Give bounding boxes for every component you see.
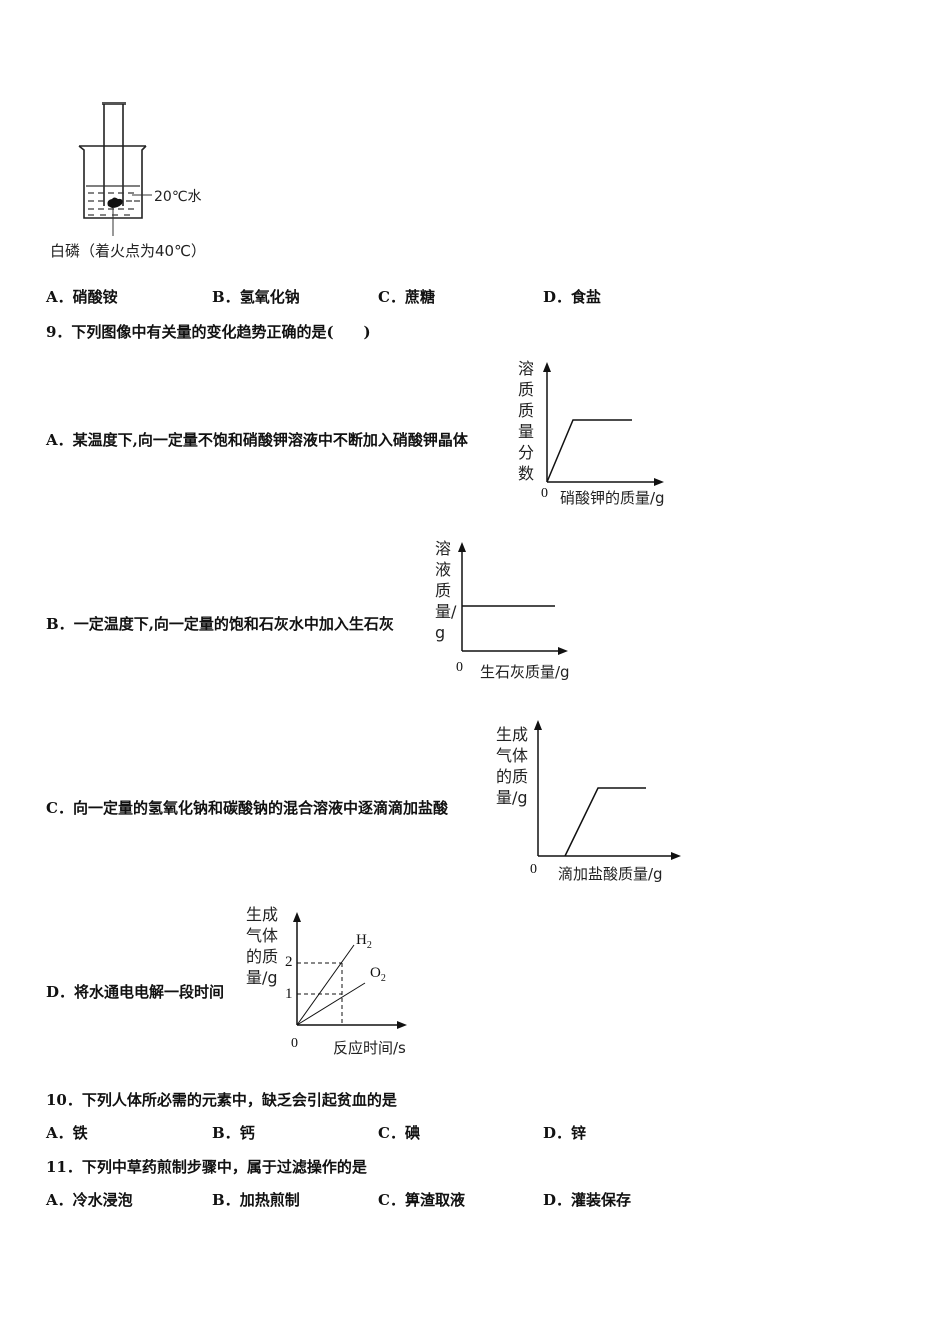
chart-d: 生成气体的质量/g 2 1 H2 O2 0 反应时间/s	[243, 903, 423, 1058]
chart-b-origin: 0	[456, 660, 463, 675]
q10-option-d[interactable]: D．锌	[543, 1124, 587, 1142]
q9-stem: 9．下列图像中有关量的变化趋势正确的是( )	[46, 323, 371, 341]
q11-option-a[interactable]: A．冷水浸泡	[46, 1191, 133, 1209]
q9-option-b[interactable]: B．一定温度下,向一定量的饱和石灰水中加入生石灰	[46, 615, 394, 633]
chart-a-origin: 0	[541, 486, 548, 501]
q11-option-b[interactable]: B．加热煎制	[212, 1191, 300, 1209]
chart-d-ytick-2: 2	[285, 954, 293, 970]
chart-b-xlabel: 生石灰质量/g	[480, 663, 570, 681]
q9-option-c[interactable]: C．向一定量的氢氧化钠和碳酸钠的混合溶液中逐滴滴加盐酸	[46, 799, 448, 817]
chart-c-xlabel: 滴加盐酸质量/g	[558, 865, 663, 883]
q9-option-d[interactable]: D．将水通电电解一段时间	[46, 983, 225, 1001]
q11-option-d[interactable]: D．灌装保存	[543, 1191, 632, 1209]
chart-b: 溶液质量/g 0 生石灰质量/g	[430, 535, 600, 685]
chart-d-o2-label: O2	[370, 965, 386, 984]
q10-option-a[interactable]: A．铁	[46, 1124, 88, 1142]
chart-c-origin: 0	[530, 862, 537, 877]
q11-stem: 11．下列中草药煎制步骤中，属于过滤操作的是	[46, 1158, 367, 1176]
beaker-diagram	[78, 102, 152, 236]
q11-option-c[interactable]: C．箅渣取液	[378, 1191, 465, 1209]
chart-d-origin: 0	[291, 1036, 298, 1051]
q8-option-c[interactable]: C．蔗糖	[378, 288, 435, 306]
phosphorus-label: 白磷（着火点为40℃）	[50, 242, 206, 260]
chart-d-ytick-1: 1	[285, 986, 293, 1002]
q9-option-a[interactable]: A．某温度下,向一定量不饱和硝酸钾溶液中不断加入硝酸钾晶体	[46, 431, 468, 449]
chart-b-ylabel: 溶液质量/g	[435, 539, 457, 642]
beaker-figure: 20℃水 白磷（着火点为40℃）	[40, 95, 270, 270]
chart-c: 生成气体的质量/g 0 滴加盐酸质量/g	[492, 715, 692, 890]
chart-d-h2-label: H2	[356, 932, 372, 951]
chart-a: 溶质质量分数 0 硝酸钾的质量/g	[505, 355, 690, 510]
q8-option-d[interactable]: D．食盐	[543, 288, 602, 306]
chart-a-xlabel: 硝酸钾的质量/g	[560, 489, 665, 507]
q10-option-c[interactable]: C．碘	[378, 1124, 420, 1142]
q8-option-b[interactable]: B．氢氧化钠	[212, 288, 300, 306]
chart-c-ylabel: 生成气体的质量/g	[496, 725, 529, 807]
chart-a-ylabel: 溶质质量分数	[518, 359, 535, 483]
water-label: 20℃水	[154, 189, 202, 205]
q10-stem: 10．下列人体所必需的元素中，缺乏会引起贫血的是	[46, 1091, 397, 1109]
q10-option-b[interactable]: B．钙	[212, 1124, 255, 1142]
chart-d-ylabel: 生成气体的质量/g	[246, 905, 279, 987]
chart-d-xlabel: 反应时间/s	[333, 1039, 406, 1057]
q8-option-a[interactable]: A．硝酸铵	[46, 288, 118, 306]
